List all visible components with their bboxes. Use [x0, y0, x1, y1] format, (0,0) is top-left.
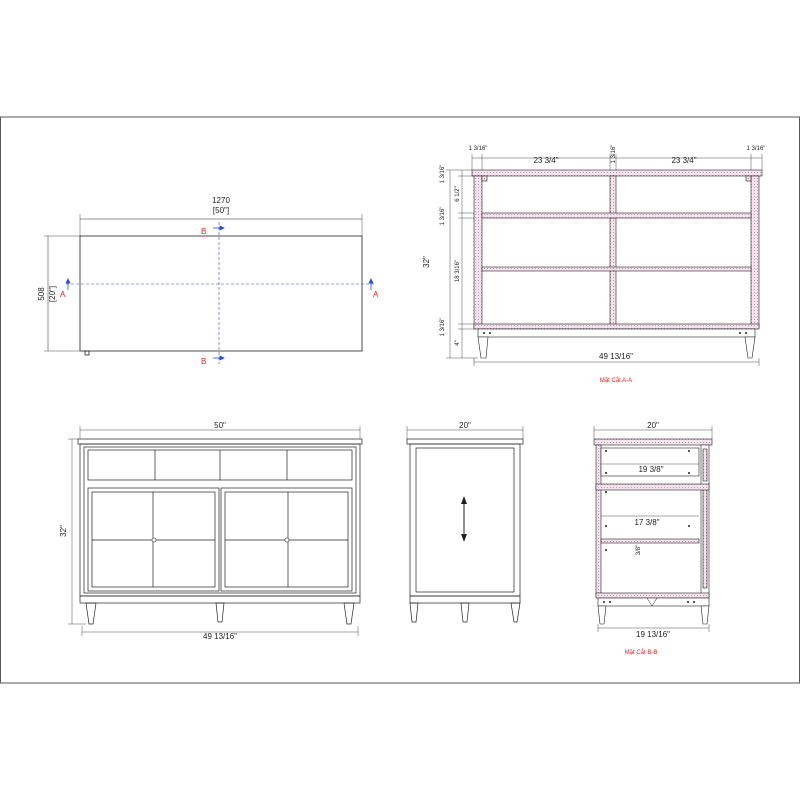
- front-leg-right: [343, 602, 355, 625]
- front-knobs: [151, 537, 290, 543]
- aa-leg-right: [744, 336, 756, 359]
- side-leg-mid: [460, 602, 470, 623]
- bb-leg-left: [597, 605, 607, 625]
- aa-leg-left: [477, 336, 489, 359]
- cut-b-top-label: B: [201, 227, 206, 236]
- bb-bottom-dim: 19 13/16": [636, 630, 670, 639]
- plan-center-lines: [66, 222, 376, 364]
- front-leg-left: [85, 602, 97, 625]
- aa-apron: [477, 328, 756, 338]
- aa-mid-rail: [481, 212, 752, 219]
- bb-back-panel: [595, 444, 602, 598]
- aa-leg-dim: 4": [455, 340, 461, 345]
- aa-center-post-top: [609, 175, 617, 215]
- aa-bottom-rail-dim: 1 3/16": [440, 318, 446, 337]
- aa-right-side: [750, 175, 760, 329]
- bb-shelf: [600, 538, 700, 544]
- side-carcass: [409, 443, 521, 597]
- side-leg-left: [409, 602, 419, 623]
- aa-shelf: [481, 266, 752, 272]
- plan-width-mm: 1270: [212, 196, 230, 205]
- front-top: [77, 438, 363, 445]
- bb-drawer-box: [600, 447, 700, 477]
- front-inner-border: [83, 446, 357, 594]
- aa-bottom-board: [473, 323, 760, 330]
- side-leg-right: [510, 602, 521, 623]
- aa-left-edge-dim: 1 3/16": [469, 146, 488, 152]
- bb-bottom-board: [595, 592, 710, 599]
- bb-mid-inner-dim: 17 3/8": [634, 518, 659, 527]
- aa-center-post-dim: 1 3/16": [611, 145, 617, 164]
- aa-total-height-dim: 32": [422, 256, 431, 268]
- side-depth-dim: 20": [459, 421, 471, 430]
- bb-top-inner-dim: 19 3/8": [638, 465, 663, 474]
- front-view: [68, 426, 363, 636]
- bb-apron: [597, 597, 710, 607]
- aa-right-bay-dim: 23 3/4": [671, 156, 696, 165]
- aa-mid-rail-dim: 1 3/16": [440, 207, 446, 226]
- front-bottom-width-dim: 49 13/16": [203, 632, 237, 641]
- bb-depth-dim: 20": [647, 421, 659, 430]
- bb-mid-rail: [595, 483, 710, 491]
- section-aa: [471, 169, 763, 359]
- front-leg-mid: [215, 602, 225, 623]
- plan-outline: [79, 235, 363, 352]
- aa-corner-block-left: [481, 175, 488, 182]
- side-view: [406, 426, 524, 623]
- bb-dimension-lines: [593, 426, 713, 632]
- aa-caption: Mặt Cắt A-A: [600, 377, 632, 384]
- aa-inner-width-dim: 49 13/16": [599, 352, 633, 361]
- aa-center-post-bottom: [609, 217, 617, 327]
- front-apron: [79, 595, 361, 604]
- aa-right-edge-dim: 1 3/16": [747, 146, 766, 152]
- cut-a-left-label: A: [60, 290, 66, 299]
- section-bb: [593, 438, 713, 625]
- plan-width-in: [50"]: [213, 206, 229, 215]
- front-door-left: [87, 487, 220, 592]
- front-height-dim: 32": [59, 525, 68, 537]
- cut-b-bottom-label: B: [201, 357, 206, 366]
- aa-dimension-lines: [446, 154, 763, 366]
- side-arrow-heads: [461, 496, 467, 542]
- plan-depth-in: [20"]: [48, 286, 57, 302]
- aa-top-rail-dim: 1 3/16": [440, 165, 446, 184]
- bb-shelf-gap-dim: 3/8": [636, 545, 642, 555]
- cut-a-right-label: A: [373, 290, 379, 299]
- side-top: [406, 438, 524, 445]
- aa-corner-block-right: [745, 175, 752, 182]
- aa-left-bay-dim: 23 3/4": [533, 156, 558, 165]
- bb-caption: Mặt Cắt B-B: [625, 649, 658, 656]
- bb-top-board: [593, 438, 713, 446]
- bb-hardware: [603, 450, 695, 603]
- aa-top-board: [471, 169, 763, 177]
- front-width-dim: 50": [214, 421, 226, 430]
- cut-arrows: [65, 225, 374, 361]
- plan-foot-mark: [84, 350, 90, 356]
- bb-leg-right: [700, 605, 710, 625]
- plan-view: [44, 214, 363, 356]
- aa-cabinet-opening-dim: 18 3/16": [455, 260, 461, 282]
- aa-top-drawer-dim: 6 1/2": [455, 186, 461, 201]
- side-apron: [409, 595, 521, 604]
- aa-left-side: [473, 175, 483, 329]
- aa-bracket-holes: [483, 332, 747, 334]
- front-door-right: [220, 487, 353, 592]
- plan-depth-mm: 508: [37, 287, 46, 301]
